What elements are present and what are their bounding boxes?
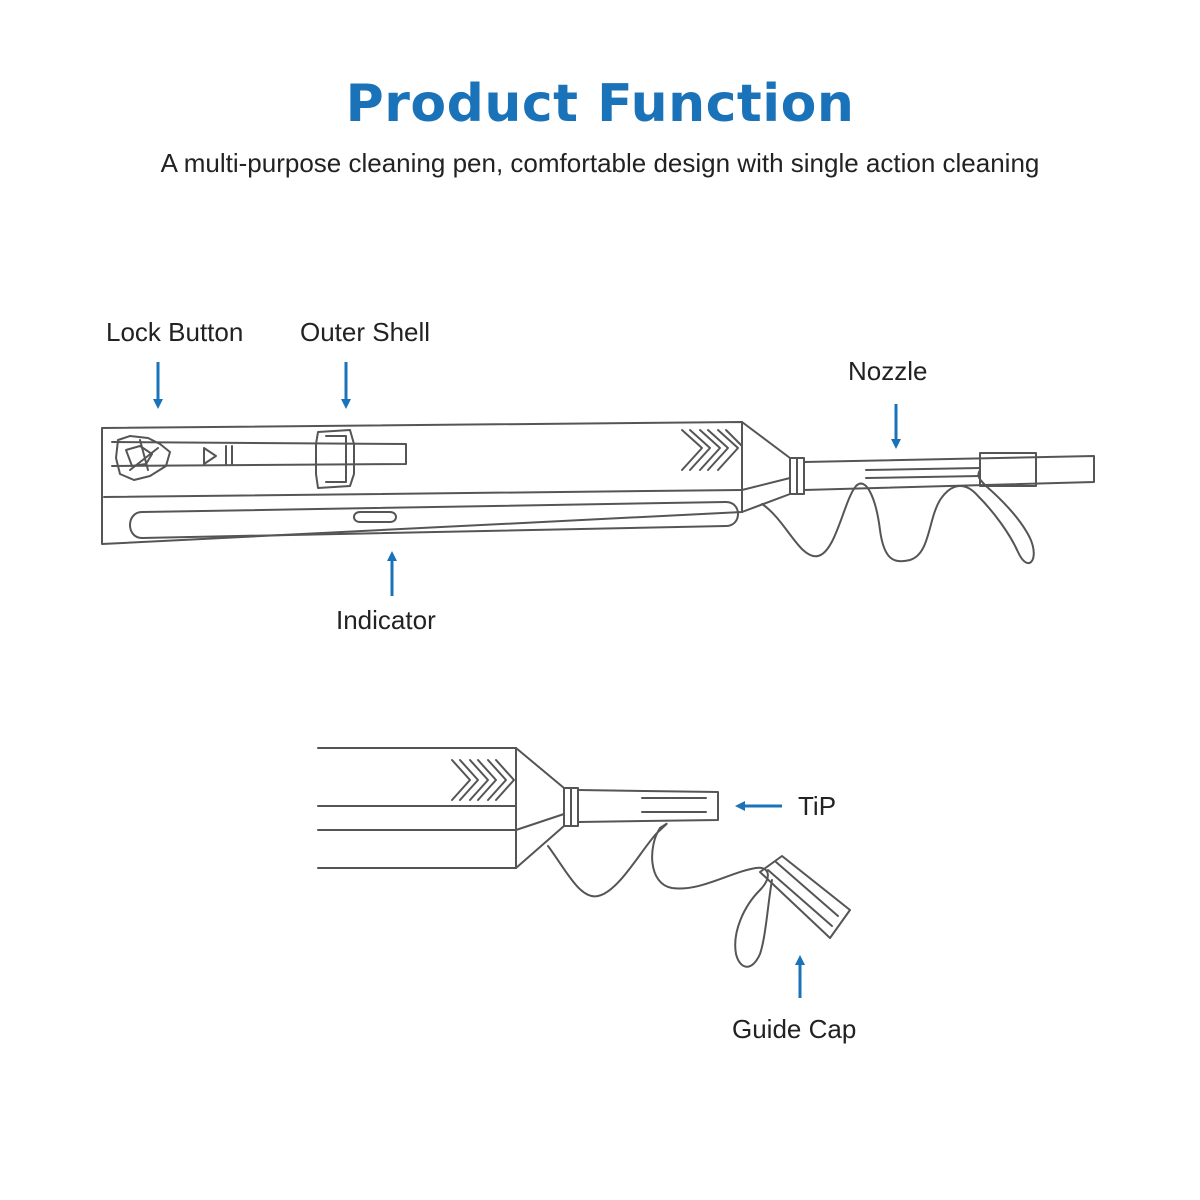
page-title: Product Function	[345, 74, 855, 134]
full-pen-drawing	[101, 421, 1095, 565]
nozzle-cap	[979, 452, 1037, 487]
pen-body	[101, 421, 743, 545]
arrow-icons	[153, 362, 901, 998]
pen-detail-drawing	[317, 747, 851, 968]
tip-label: TiP	[798, 791, 837, 821]
lock-button-label: Lock Button	[106, 317, 244, 347]
triangle-icon	[203, 447, 217, 465]
lock-button-shape	[115, 435, 171, 481]
outer-shell-label: Outer Shell	[300, 317, 431, 347]
wire-loop	[761, 469, 1035, 565]
chevron-icon	[681, 429, 739, 471]
guide-cap-label: Guide Cap	[732, 1014, 857, 1044]
indicator-window	[353, 511, 397, 523]
chevron-icon	[451, 759, 507, 801]
nozzle-tube	[803, 455, 1095, 491]
indicator-track	[129, 501, 739, 539]
nozzle-label: Nozzle	[848, 356, 928, 386]
wire-loop	[547, 822, 769, 898]
tip-shape	[577, 789, 719, 823]
pen-taper	[741, 421, 791, 513]
outer-shell-slider	[315, 429, 355, 489]
guide-cap-shape	[759, 855, 851, 939]
page-subtitle: A multi-purpose cleaning pen, comfortabl…	[160, 148, 1040, 178]
indicator-label: Indicator	[336, 605, 436, 635]
